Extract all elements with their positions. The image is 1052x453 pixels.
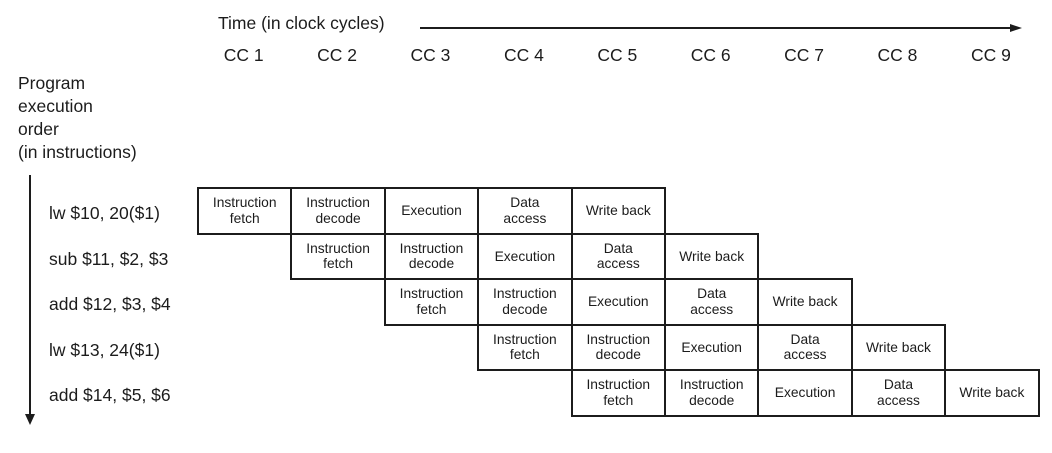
program-order-label-line: order	[18, 119, 59, 139]
pipeline-stage-cell: Write back	[570, 187, 666, 235]
stage-cell-text: decode	[408, 256, 455, 272]
program-order-label: Program execution order (in instructions…	[18, 72, 137, 164]
stage-cell-text: Instruction	[586, 331, 651, 347]
instruction-label: add $14, $5, $6	[49, 385, 171, 406]
stage-cell-text: Execution	[401, 203, 462, 218]
clock-cycle-label: CC 8	[877, 45, 918, 65]
pipeline-stage-cell: Write back	[664, 232, 760, 280]
stage-cell-text: decode	[595, 347, 641, 363]
pipeline-stage-cell: Execution	[383, 187, 480, 235]
stage-cell-text: access	[596, 256, 640, 272]
right-arrowhead-icon	[1010, 23, 1022, 32]
time-axis-label: Time (in clock cycles)	[218, 13, 385, 33]
stage-cell-text: Execution	[587, 294, 649, 309]
stage-cell-text: Instruction	[399, 240, 464, 256]
time-axis-arrow	[420, 27, 1012, 29]
pipeline-stage-cell: Write back	[850, 323, 947, 371]
stage-cell-text: Write back	[679, 248, 745, 264]
clock-cycle-label: CC 4	[503, 45, 544, 65]
instruction-label: lw $13, 24($1)	[49, 339, 160, 360]
stage-cell-text: Instruction	[679, 377, 744, 393]
instruction-label: sub $11, $2, $3	[49, 248, 169, 269]
stage-cell-text: Instruction	[493, 331, 557, 347]
stage-cell-text: Data	[790, 331, 820, 347]
clock-cycle-label: CC 3	[410, 45, 451, 65]
stage-cell-text: Instruction	[306, 195, 370, 211]
pipeline-stage-cell: Write back	[757, 278, 853, 326]
stage-cell-text: Execution	[494, 248, 556, 264]
stage-cell-text: Instruction	[212, 195, 277, 211]
down-arrowhead-icon	[24, 414, 35, 425]
pipeline-stage-cell: Write back	[944, 369, 1040, 417]
program-order-label-line: (in instructions)	[18, 142, 137, 162]
stage-cell-text: Data	[883, 377, 914, 393]
pipeline-stage-cell: Execution	[757, 369, 853, 417]
instruction-label: lw $10, 20($1)	[49, 203, 160, 224]
stage-cell-text: Instruction	[306, 240, 370, 256]
stage-cell-text: Instruction	[399, 286, 464, 302]
stage-cell-text: fetch	[509, 347, 540, 363]
stage-cell-text: Instruction	[586, 377, 651, 393]
stage-cell-text: Execution	[681, 339, 742, 355]
stage-cell-text: access	[877, 392, 920, 408]
clock-cycle-label: CC 6	[690, 45, 731, 65]
pipeline-stage-cell: Execution	[477, 232, 573, 280]
stage-cell-text: access	[783, 347, 827, 363]
program-order-label-line: Program	[18, 73, 86, 93]
stage-cell-text: fetch	[416, 301, 447, 317]
clock-cycle-label: CC 5	[597, 45, 638, 65]
program-order-arrow	[29, 175, 31, 415]
instruction-label: add $12, $3, $4	[49, 294, 171, 315]
stage-cell-text: Data	[697, 286, 727, 302]
program-order-label-line: execution	[18, 96, 93, 116]
stage-cell-text: decode	[502, 301, 548, 317]
stage-cell-text: fetch	[603, 392, 634, 408]
pipeline-stage-cell: Execution	[664, 323, 760, 371]
clock-cycle-label: CC 2	[317, 45, 358, 65]
stage-cell-text: fetch	[323, 256, 354, 272]
stage-cell-text: access	[503, 210, 547, 226]
clock-cycle-label: CC 7	[784, 45, 825, 65]
stage-cell-text: decode	[689, 392, 735, 408]
stage-cell-text: Write back	[585, 203, 651, 218]
stage-cell-text: Instruction	[493, 286, 557, 302]
stage-cell-text: Write back	[772, 294, 838, 309]
stage-cell-text: Data	[603, 240, 633, 256]
stage-cell-text: Execution	[774, 385, 836, 400]
clock-cycle-label: CC 1	[223, 45, 264, 65]
pipeline-stage-cell: Execution	[570, 278, 666, 326]
stage-cell-text: access	[690, 301, 734, 317]
stage-cell-text: decode	[315, 210, 361, 226]
stage-cell-text: fetch	[229, 210, 260, 226]
clock-cycle-label: CC 9	[970, 45, 1011, 65]
stage-cell-text: Write back	[866, 339, 931, 355]
stage-cell-text: Write back	[959, 385, 1025, 400]
stage-cell-text: Data	[510, 195, 540, 211]
